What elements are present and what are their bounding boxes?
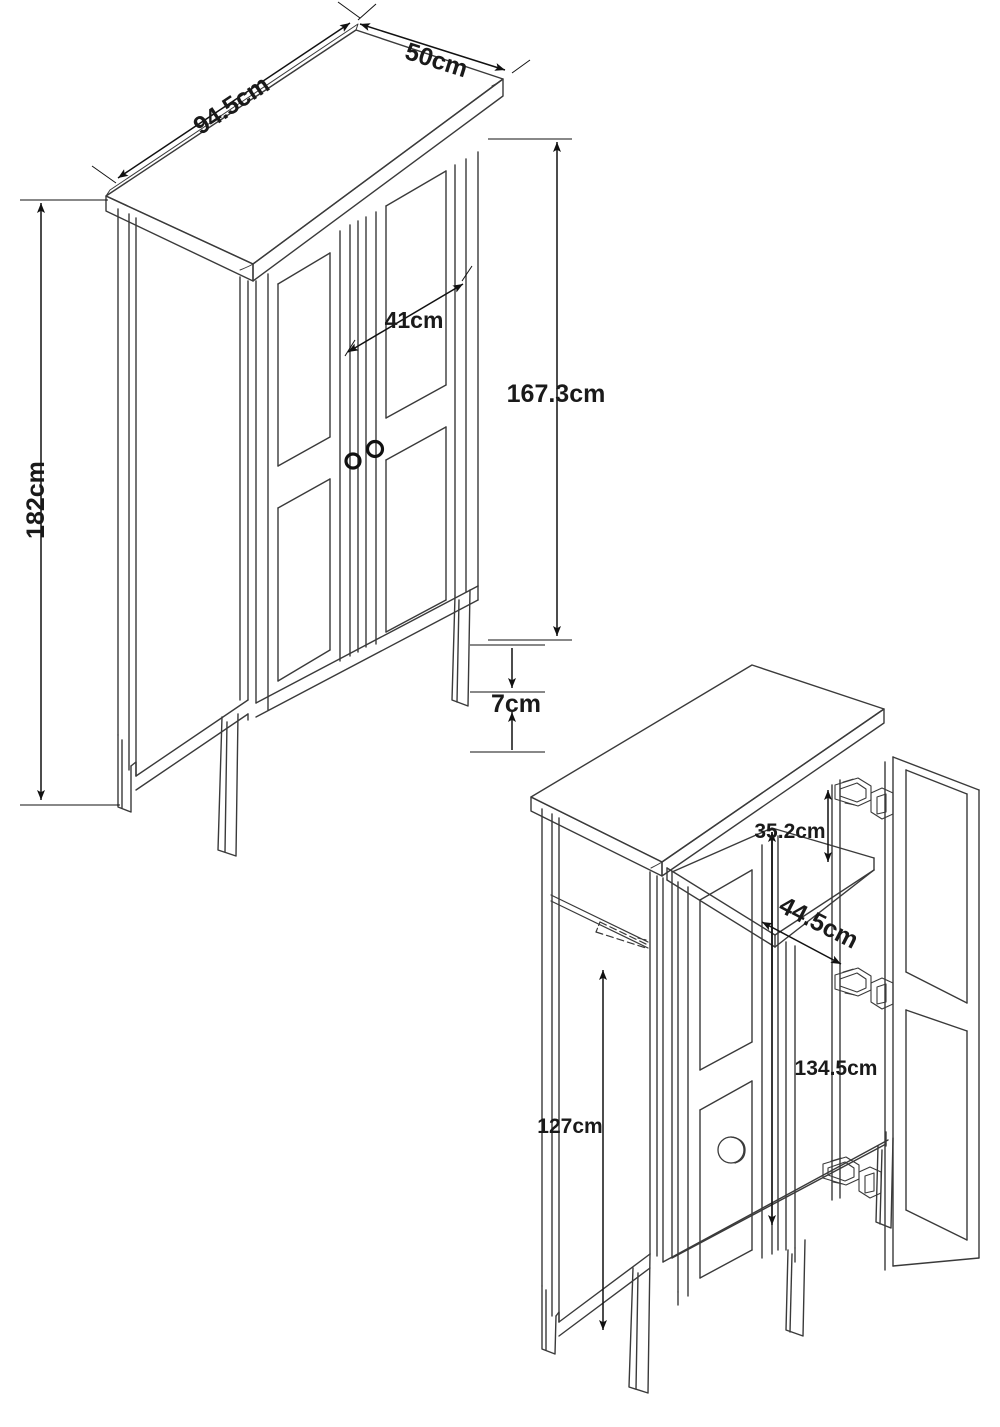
right-door — [375, 170, 447, 645]
carcass-interior — [662, 779, 841, 1263]
legs-open — [541, 1137, 894, 1394]
dim-label-total-height: 182cm — [22, 461, 50, 539]
open-cabinet-body — [530, 664, 980, 1394]
left-side-panel — [117, 208, 249, 777]
dim-line-leg-height — [470, 644, 545, 753]
hinge-middle — [834, 967, 894, 1010]
dim-label-shelf-gap: 35.2cm — [754, 820, 825, 843]
left-door — [277, 252, 331, 682]
bottom-apron-open — [558, 1131, 889, 1337]
dim-label-width: 94.5cm — [189, 70, 275, 140]
top-board-open — [530, 664, 885, 877]
door-knob-open-view — [717, 1136, 746, 1164]
dim-line-width — [91, 1, 361, 184]
hanging-rail — [550, 894, 649, 949]
dim-label-body-height: 167.3cm — [507, 380, 606, 408]
dim-label-leg-height: 7cm — [491, 690, 541, 718]
dim-label-rail-height: 127cm — [537, 1115, 602, 1138]
left-side-panel-open — [541, 808, 658, 1323]
dim-label-depth: 50cm — [402, 37, 471, 83]
dim-label-interior-height: 134.5cm — [795, 1057, 878, 1080]
dim-line-door-width — [344, 265, 473, 357]
dim-label-door-width: 41cm — [385, 307, 444, 333]
dim-line-depth — [357, 3, 531, 74]
door-knobs — [344, 439, 385, 470]
dim-line-body-height — [488, 138, 572, 641]
closed-cabinet-body — [105, 23, 504, 857]
dim-line-total-height — [20, 199, 120, 806]
right-door-swung-open — [884, 756, 980, 1271]
legs — [117, 589, 471, 857]
bottom-apron — [135, 585, 479, 791]
hinge-upper — [834, 777, 894, 820]
